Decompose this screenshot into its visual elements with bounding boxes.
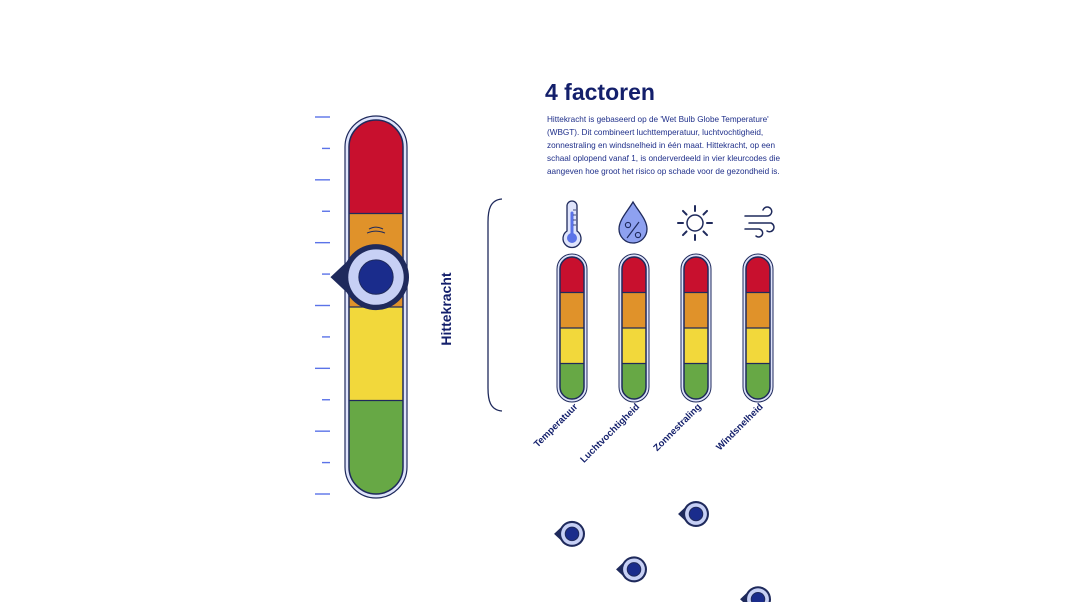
- factor-zonnestraling-tube: [683, 256, 709, 400]
- thermometer-icon: [562, 200, 582, 249]
- factor-zonnestraling-band-4: [684, 363, 708, 399]
- factor-luchtvochtigheid-tube: [621, 256, 647, 400]
- factor-temperatuur-band-3: [560, 328, 584, 364]
- factor-zonnestraling-band-3: [684, 328, 708, 364]
- factor-luchtvochtigheid-band-3: [622, 328, 646, 364]
- factor-luchtvochtigheid-band-1: [622, 257, 646, 293]
- factor-zonnestraling-knob-core: [688, 506, 704, 522]
- heat-wave-line: [368, 226, 384, 230]
- hittekracht-label: Hittekracht: [438, 272, 454, 346]
- factor-windsnelheid-band-2: [746, 292, 770, 329]
- factor-luchtvochtigheid-outline: [621, 256, 647, 400]
- factor-windsnelheid-band-1: [746, 257, 770, 293]
- factor-windsnelheid-knob-core: [750, 591, 766, 602]
- description-text: Hittekracht is gebaseerd op de 'Wet Bulb…: [547, 115, 781, 176]
- factor-bracket: [487, 198, 503, 412]
- factor-windsnelheid-band-3: [746, 328, 770, 364]
- factor-zonnestraling-band-2: [684, 292, 708, 329]
- page-title: 4 factoren: [545, 79, 655, 105]
- factor-zonnestraling-knob: [678, 501, 709, 527]
- factor-temperatuur-band-1: [560, 257, 584, 293]
- sun-icon: [677, 205, 713, 241]
- factor-windsnelheid-knob: [740, 586, 771, 602]
- heat-wave-line: [366, 230, 386, 234]
- factor-windsnelheid-band-4: [746, 363, 770, 399]
- factor-luchtvochtigheid-band-2: [622, 292, 646, 329]
- humidity-drop-icon: [618, 200, 648, 244]
- main-gauge-knob-core: [358, 259, 394, 295]
- main-gauge-band-4: [349, 400, 403, 494]
- main-gauge-band-1: [349, 120, 403, 214]
- factor-temperatuur-knob: [554, 520, 585, 547]
- factor-zonnestraling-band-1: [684, 257, 708, 293]
- main-gauge-knob: [330, 244, 409, 311]
- factor-windsnelheid-outline: [745, 256, 771, 400]
- main-gauge-band-3: [349, 307, 403, 401]
- factor-zonnestraling-outline: [683, 256, 709, 400]
- factor-temperatuur-band-4: [560, 363, 584, 399]
- factor-windsnelheid-tube: [745, 256, 771, 400]
- factor-temperatuur-band-2: [560, 292, 584, 329]
- wind-icon: [744, 206, 775, 238]
- factor-luchtvochtigheid-band-4: [622, 363, 646, 399]
- factor-luchtvochtigheid-knob: [616, 556, 647, 583]
- factor-luchtvochtigheid-knob-core: [626, 562, 642, 577]
- factor-temperatuur-outline: [559, 256, 585, 400]
- main-gauge-outline: [348, 119, 404, 495]
- factor-temperatuur-knob-core: [564, 526, 580, 542]
- factor-temperatuur-tube: [559, 256, 585, 400]
